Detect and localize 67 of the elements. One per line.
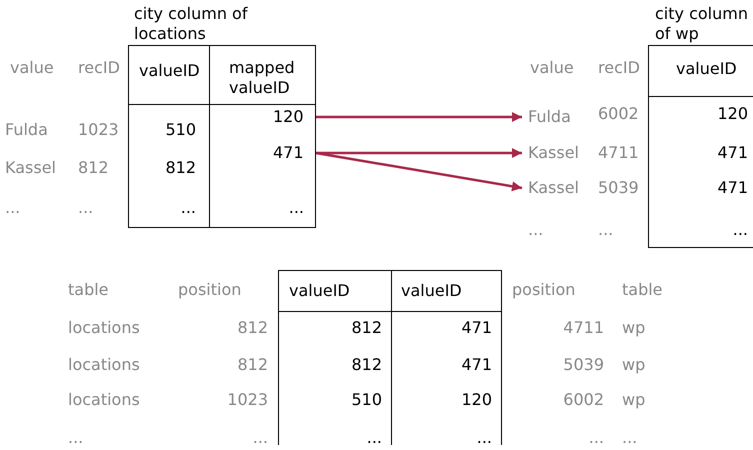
column-header: mapped valueID <box>229 58 296 98</box>
column-value: 5039 <box>562 355 604 375</box>
table-cell-value: 812 <box>350 355 382 375</box>
column-value: ... <box>68 428 84 448</box>
table-cell-value: 120 <box>460 390 492 410</box>
table-cell-value: ... <box>732 220 748 240</box>
arrow <box>316 152 522 192</box>
column-value: wp <box>622 318 646 338</box>
table-cell-value: 471 <box>716 143 748 163</box>
table-cell-value: 510 <box>164 120 196 140</box>
column-header: valueID <box>289 281 351 301</box>
column-value: value <box>530 58 575 78</box>
column-value: ... <box>78 198 94 218</box>
column-value: 6002 <box>562 390 604 410</box>
column-value: ... <box>528 220 544 240</box>
column-header: valueID <box>139 61 201 81</box>
column-value: 4711 <box>562 318 604 338</box>
column-value: Fulda <box>5 120 49 140</box>
column-value: 5039 <box>598 178 640 198</box>
column-value: wp <box>622 390 646 410</box>
row-value: Kassel <box>528 178 580 198</box>
column-value: recID <box>78 58 121 78</box>
column-value: table <box>622 280 664 300</box>
column-value: position <box>512 280 576 300</box>
table-cell-value: ... <box>476 428 492 448</box>
table-heading: city column of locations <box>134 4 249 44</box>
column-value: 812 <box>236 318 268 338</box>
column-value: value <box>10 58 55 78</box>
table-cell-value: 510 <box>350 390 382 410</box>
column-value: 1023 <box>226 390 268 410</box>
column-value: ... <box>5 198 22 218</box>
column-value: table <box>68 280 110 300</box>
table-cell-value: 812 <box>350 318 382 338</box>
row-value: Fulda <box>528 107 572 127</box>
table-cell-value: 471 <box>716 178 748 198</box>
table-cell-value: ... <box>288 198 304 218</box>
table-heading: city column of wp <box>655 4 749 44</box>
table-cell-value: 471 <box>460 355 492 375</box>
row-value: Kassel <box>528 143 580 163</box>
column-value: 1023 <box>78 120 120 140</box>
column-value: locations <box>68 390 141 410</box>
column-value: 4711 <box>598 143 640 163</box>
table-cell-value: ... <box>180 198 196 218</box>
column-value: 6002 <box>598 104 640 124</box>
column-value: ... <box>622 428 638 448</box>
table-cell-value: 471 <box>272 142 304 162</box>
column-value: 812 <box>78 158 110 178</box>
column-value: locations <box>68 355 141 375</box>
table-cell-value: ... <box>366 428 382 448</box>
column-value: wp <box>622 355 646 375</box>
column-value: ... <box>588 428 604 448</box>
column-value: ... <box>598 220 614 240</box>
column-value: position <box>178 280 242 300</box>
table-cell-value: 120 <box>272 106 304 126</box>
column-header: valueID <box>676 59 738 79</box>
arrow <box>316 112 522 122</box>
column-value: Kassel <box>5 158 57 178</box>
data-table <box>278 270 502 445</box>
arrow <box>316 148 522 158</box>
table-cell-value: 120 <box>716 104 748 124</box>
column-value: locations <box>68 318 141 338</box>
table-cell-value: 812 <box>164 158 196 178</box>
table-cell-value: 471 <box>460 318 492 338</box>
column-value: 812 <box>236 355 268 375</box>
column-header: valueID <box>401 281 463 301</box>
column-value: recID <box>598 58 641 78</box>
column-value: ... <box>252 428 268 448</box>
